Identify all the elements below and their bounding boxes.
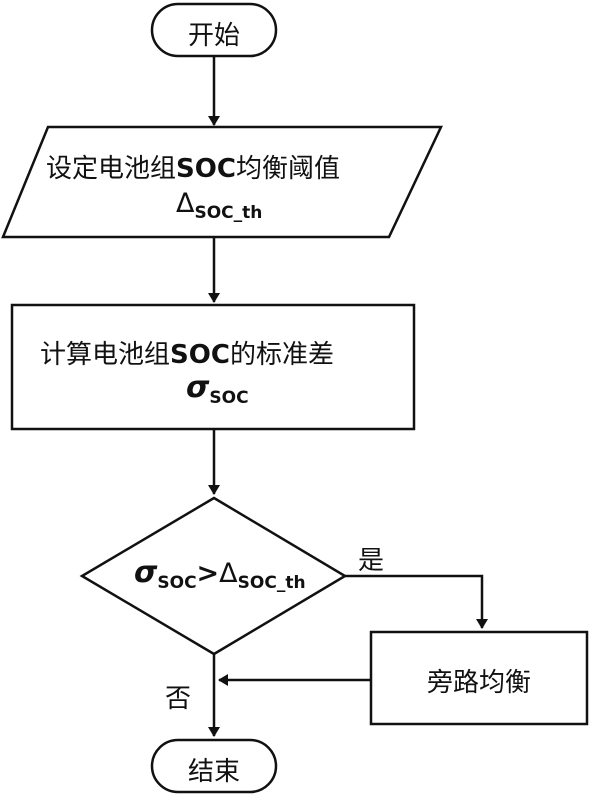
process-text-line1: 计算电池组SOC的标准差 (40, 334, 334, 371)
start-label: 开始 (187, 21, 240, 51)
input-threshold-symbol: ΔSOC_th (176, 188, 262, 223)
sigma-subscript: SOC (209, 388, 249, 408)
decision-sigma: σ (134, 555, 158, 590)
input-text-suffix: 均衡阈值 (235, 154, 340, 184)
bypass-rectangle (369, 630, 589, 726)
no-label: 否 (165, 684, 192, 714)
process-rectangle (10, 303, 416, 431)
decision-condition: σSOC>ΔSOC_th (134, 555, 306, 593)
decision-gt: > (196, 558, 220, 589)
bypass-label: 旁路均衡 (426, 668, 531, 698)
delta-subscript: SOC_th (194, 203, 263, 223)
input-parallelogram (1, 125, 443, 239)
process-text-soc: SOC (170, 340, 230, 370)
decision-sigma-sub: SOC (157, 573, 197, 593)
arrow-yes-to-bypass (345, 574, 488, 629)
yes-label: 是 (358, 546, 385, 576)
decision-delta: Δ (219, 558, 238, 589)
sigma-symbol: σ (186, 370, 210, 405)
decision-delta-sub: SOC_th (237, 573, 306, 593)
delta-symbol: Δ (176, 188, 195, 219)
process-text-prefix: 计算电池组 (40, 340, 171, 370)
input-text-line1: 设定电池组SOC均衡阈值 (46, 148, 340, 185)
end-terminator (150, 738, 278, 794)
process-sigma-symbol: σSOC (186, 370, 249, 408)
process-text-suffix: 的标准差 (229, 340, 334, 370)
input-text-prefix: 设定电池组 (46, 154, 177, 184)
input-text-soc: SOC (176, 154, 236, 184)
end-label: 结束 (187, 757, 240, 787)
